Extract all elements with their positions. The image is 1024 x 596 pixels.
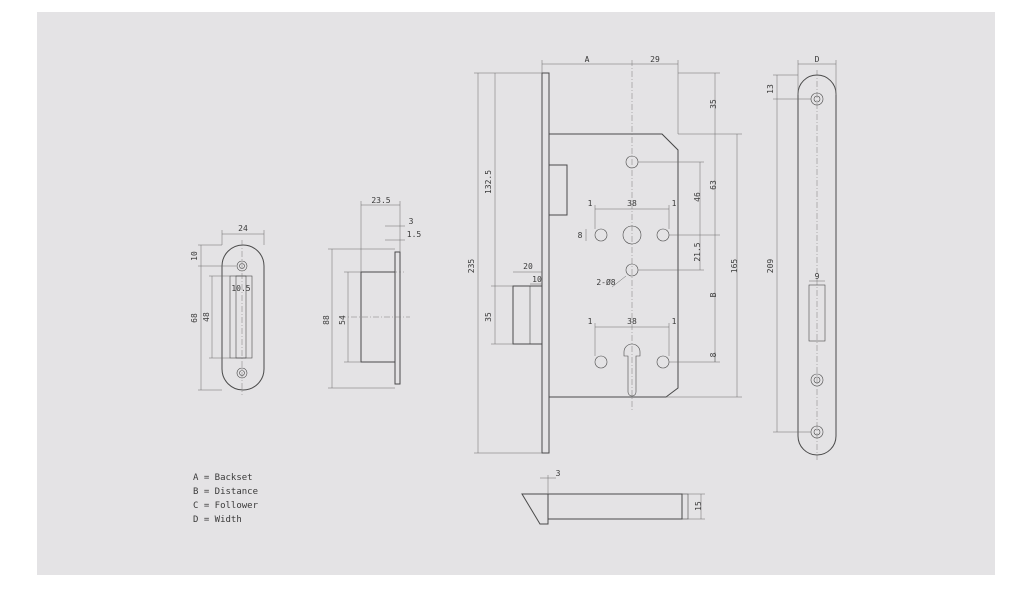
- lock-upper-label: 132.5: [484, 170, 493, 194]
- lock-deadbolt: [548, 164, 568, 216]
- lock-body: A 29 235 132.5 35 20 10 35 63 46 21.5 B: [467, 55, 742, 454]
- lock-cyl-small1-right: 1: [672, 317, 677, 326]
- lock-b-label: B: [709, 292, 718, 297]
- lock-small1-left: 1: [588, 199, 593, 208]
- legend-item-b: B = Distance: [193, 487, 258, 497]
- strike-box-width-label: 23.5: [371, 196, 390, 205]
- lock-29-label: 29: [650, 55, 660, 64]
- strike-height-label: 68: [190, 313, 199, 323]
- side-view-lip: [521, 493, 549, 525]
- side-view: 3 15: [521, 469, 705, 525]
- strike-plate-inner-slot: [235, 275, 247, 359]
- strike-box-outer-label: 88: [322, 315, 331, 325]
- side-view-thickness-label: 3: [556, 469, 561, 478]
- faceplate: D 13 209 9: [766, 55, 837, 460]
- lock-latch-depth-label: 10: [532, 275, 542, 284]
- lock-cyl-small1-left: 1: [588, 317, 593, 326]
- side-view-body: [547, 493, 683, 520]
- lock-small1-right: 1: [672, 199, 677, 208]
- faceplate-slot-label: 9: [815, 272, 820, 281]
- strike-box-edge-label: 1.5: [407, 230, 422, 239]
- faceplate-height-label: 209: [766, 259, 775, 274]
- lock-screw-hole-left: [594, 228, 608, 242]
- lock-latch: [512, 285, 543, 345]
- legend-item-a: A = Backset: [193, 473, 253, 483]
- faceplate-mid-hole-inner: [813, 376, 821, 384]
- legend: A = Backset B = Distance C = Follower D …: [193, 473, 259, 525]
- lock-holes-label: 2-Ø8: [596, 277, 615, 287]
- lock-cyl8-label: 8: [709, 352, 718, 357]
- lock-spindle-hole: [622, 225, 642, 245]
- lock-faceplate-edge: [541, 72, 550, 454]
- lock-backset-label: A: [585, 55, 590, 64]
- lock-handle-spacing-label: 38: [627, 199, 637, 208]
- strike-top-label: 10: [190, 251, 199, 261]
- strike-box: 23.5 3 1.5 88 54: [322, 196, 422, 389]
- lock-21-label: 21.5: [693, 242, 702, 261]
- lock-cylinder-hole: [623, 343, 641, 397]
- lock-cyl-spacing-label: 38: [627, 317, 637, 326]
- lock-63-label: 63: [709, 180, 718, 190]
- strike-slot-label: 48: [202, 312, 211, 322]
- faceplate-width-label: D: [815, 55, 820, 64]
- lock-165-label: 165: [730, 259, 739, 274]
- legend-item-c: C = Follower: [193, 501, 259, 511]
- lock-latch-width-label: 20: [523, 262, 533, 271]
- strike-box-lip-label: 3: [409, 217, 414, 226]
- lock-small8-label: 8: [578, 231, 583, 240]
- strike-box-lip: [394, 251, 401, 385]
- strike-plate-outline: [221, 244, 265, 391]
- legend-item-d: D = Width: [193, 515, 242, 525]
- strike-box-inner-label: 54: [338, 315, 347, 325]
- faceplate-bottom-hole-inner: [813, 428, 821, 436]
- leader: [611, 275, 627, 288]
- side-view-height-label: 15: [694, 501, 703, 511]
- lock-46-label: 46: [693, 192, 702, 202]
- faceplate-top-label: 13: [766, 84, 775, 94]
- lock-cyl-screw-left: [594, 355, 608, 369]
- lock-total-label: 235: [467, 259, 476, 274]
- strike-plate: 24 10 68 48 10.5: [190, 224, 265, 395]
- lock-case-chamfer: [661, 133, 679, 151]
- strike-slot-width-label: 10.5: [231, 284, 250, 293]
- faceplate-mid-hole: [810, 373, 824, 387]
- faceplate-latch-slot: [808, 284, 826, 342]
- faceplate-top-hole-inner: [813, 95, 821, 103]
- lock-latch-height-label: 35: [484, 312, 493, 322]
- lock-top35-label: 35: [709, 99, 718, 109]
- strike-width-label: 24: [238, 224, 248, 233]
- side-view-end: [681, 493, 689, 520]
